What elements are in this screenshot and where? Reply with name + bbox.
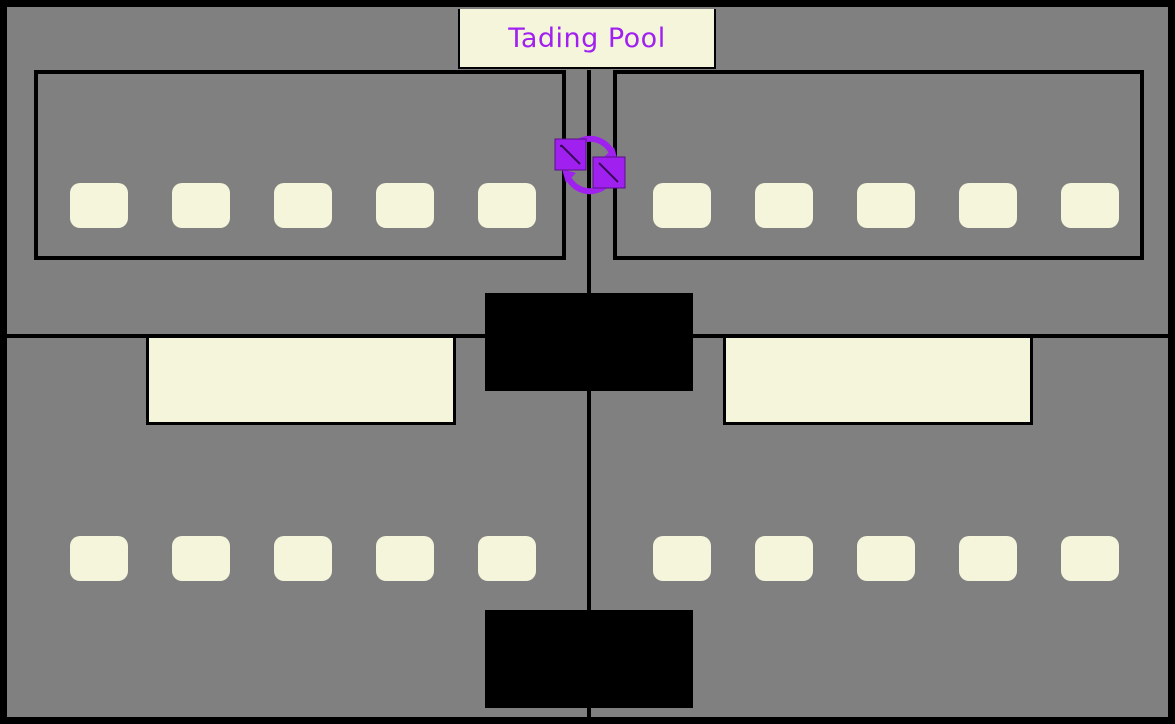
hand-slot-right-1[interactable]: [653, 536, 711, 581]
trade-slot-right-2[interactable]: [755, 183, 813, 228]
hand-slot-left-3[interactable]: [274, 536, 332, 581]
trade-slot-left-4[interactable]: [376, 183, 434, 228]
hand-slot-left-2[interactable]: [172, 536, 230, 581]
hand-slot-right-4[interactable]: [959, 536, 1017, 581]
hand-slot-right-2[interactable]: [755, 536, 813, 581]
title-label: Tading Pool: [508, 22, 666, 54]
trade-slot-right-3[interactable]: [857, 183, 915, 228]
player-plate-right: [723, 338, 1033, 425]
deck-pile-bottom[interactable]: [485, 610, 693, 708]
trade-slot-right-5[interactable]: [1061, 183, 1119, 228]
trade-slot-right-4[interactable]: [959, 183, 1017, 228]
deck-pile-top[interactable]: [485, 293, 693, 391]
hand-slot-right-5[interactable]: [1061, 536, 1119, 581]
trade-area-right: [613, 70, 1144, 260]
trade-slot-left-3[interactable]: [274, 183, 332, 228]
title-banner: Tading Pool: [458, 9, 716, 69]
trade-slot-right-1[interactable]: [653, 183, 711, 228]
trade-slot-left-2[interactable]: [172, 183, 230, 228]
hand-slot-left-1[interactable]: [70, 536, 128, 581]
swap-arrows-icon[interactable]: [552, 127, 628, 203]
hand-slot-left-4[interactable]: [376, 536, 434, 581]
trade-area-left: [34, 70, 566, 260]
player-plate-left: [146, 338, 456, 425]
trade-slot-left-5[interactable]: [478, 183, 536, 228]
hand-slot-right-3[interactable]: [857, 536, 915, 581]
hand-slot-left-5[interactable]: [478, 536, 536, 581]
vertical-divider: [587, 70, 591, 724]
trade-slot-left-1[interactable]: [70, 183, 128, 228]
